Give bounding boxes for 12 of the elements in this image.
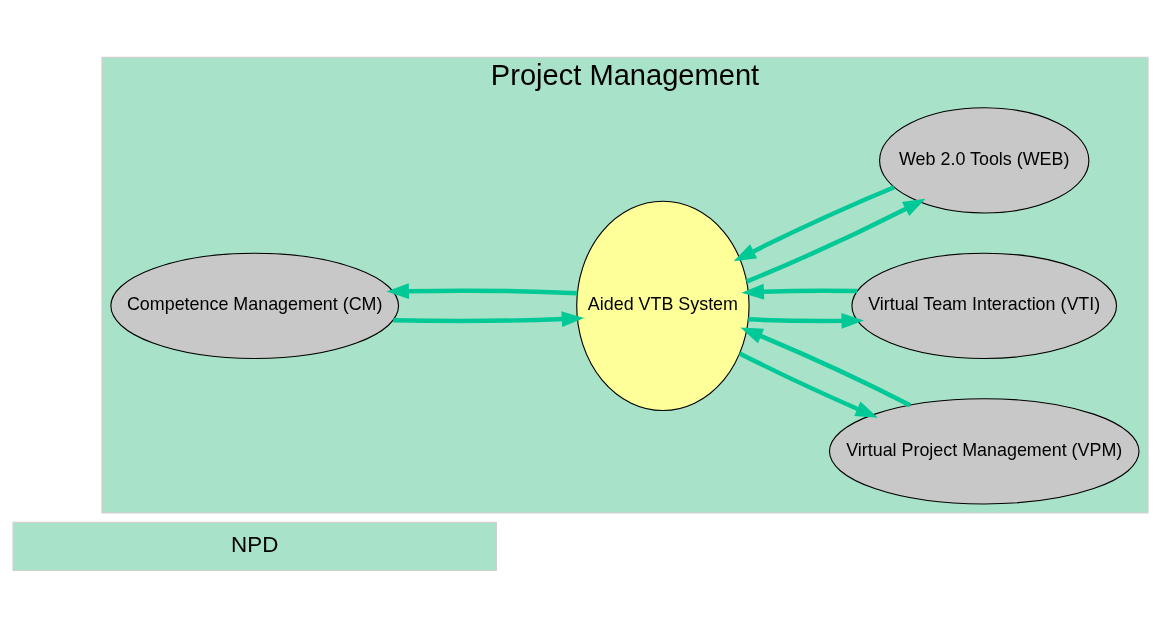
arrow xyxy=(393,311,585,327)
node-box: NPD xyxy=(12,521,497,572)
arrow xyxy=(386,283,578,299)
arrow xyxy=(733,185,895,262)
node-ellipse: Aided VTB System xyxy=(576,200,750,412)
arrow xyxy=(748,313,864,329)
arrow xyxy=(745,198,926,284)
arrow xyxy=(738,351,878,418)
node-ellipse: Competence Management (CM) xyxy=(110,252,400,359)
arrow xyxy=(740,327,912,408)
arrow xyxy=(741,283,858,300)
node-ellipse: Virtual Team Interaction (VTI) xyxy=(851,252,1118,359)
